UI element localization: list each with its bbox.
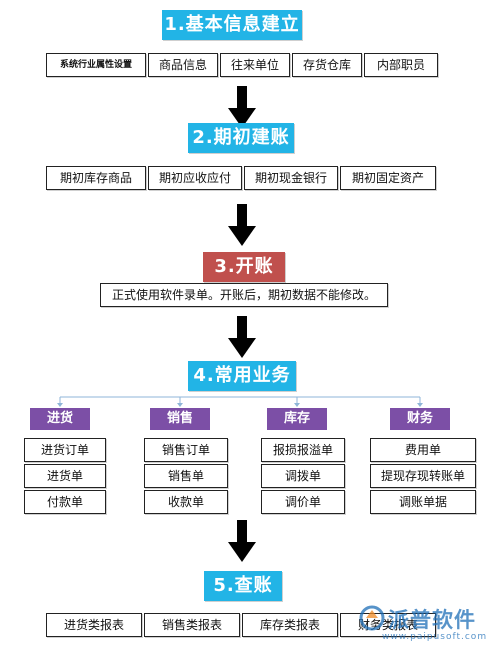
inventory-item: 调拨单 bbox=[261, 464, 345, 488]
paipu-logo-icon bbox=[359, 605, 385, 631]
step5-item: 进货类报表 bbox=[46, 613, 142, 637]
step5-item: 销售类报表 bbox=[144, 613, 240, 637]
finance-item: 调账单据 bbox=[370, 490, 476, 514]
brand-watermark: 派普软件 www.paipusoft.com bbox=[352, 598, 486, 648]
finance-item: 提现存现转账单 bbox=[370, 464, 476, 488]
category-inventory: 库存 bbox=[267, 408, 327, 430]
step3-title: 3.开账 bbox=[203, 252, 285, 282]
step5-item: 财务类报表 bbox=[340, 613, 436, 637]
step2-item: 期初库存商品 bbox=[46, 166, 146, 190]
step2-item: 期初应收应付 bbox=[148, 166, 242, 190]
sales-items: 销售订单 销售单 收款单 bbox=[144, 438, 228, 516]
sales-item: 收款单 bbox=[144, 490, 228, 514]
purchase-item: 付款单 bbox=[24, 490, 106, 514]
step1-item: 系统行业属性设置 bbox=[46, 53, 146, 77]
step5-item: 库存类报表 bbox=[242, 613, 338, 637]
step5-title: 5.查账 bbox=[204, 571, 282, 601]
step5-items: 进货类报表 销售类报表 库存类报表 财务类报表 bbox=[46, 613, 438, 637]
step4-title: 4.常用业务 bbox=[188, 361, 296, 391]
inventory-item: 调价单 bbox=[261, 490, 345, 514]
down-arrow-icon bbox=[228, 204, 256, 246]
step1-item: 商品信息 bbox=[148, 53, 218, 77]
watermark-url: www.paipusoft.com bbox=[382, 632, 486, 642]
step1-item: 内部职员 bbox=[364, 53, 438, 77]
step2-title: 2.期初建账 bbox=[188, 123, 294, 153]
down-arrow-icon bbox=[228, 316, 256, 358]
step1-item: 往来单位 bbox=[220, 53, 290, 77]
category-purchase: 进货 bbox=[30, 408, 90, 430]
step1-title: 1.基本信息建立 bbox=[162, 10, 302, 40]
down-arrow-icon bbox=[228, 520, 256, 562]
watermark-brand: 派普软件 bbox=[388, 608, 476, 632]
step1-item: 存货仓库 bbox=[292, 53, 362, 77]
step2-item: 期初固定资产 bbox=[340, 166, 436, 190]
category-finance: 财务 bbox=[390, 408, 450, 430]
purchase-item: 进货单 bbox=[24, 464, 106, 488]
down-arrow-icon bbox=[228, 86, 256, 128]
step1-items: 系统行业属性设置 商品信息 往来单位 存货仓库 内部职员 bbox=[46, 53, 440, 77]
purchase-item: 进货订单 bbox=[24, 438, 106, 462]
branch-connector bbox=[57, 396, 423, 407]
category-sales: 销售 bbox=[150, 408, 210, 430]
finance-item: 费用单 bbox=[370, 438, 476, 462]
inventory-items: 报损报溢单 调拨单 调价单 bbox=[261, 438, 345, 516]
step3-note: 正式使用软件录单。开账后，期初数据不能修改。 bbox=[100, 283, 388, 307]
finance-items: 费用单 提现存现转账单 调账单据 bbox=[370, 438, 476, 516]
inventory-item: 报损报溢单 bbox=[261, 438, 345, 462]
sales-item: 销售订单 bbox=[144, 438, 228, 462]
step2-item: 期初现金银行 bbox=[244, 166, 338, 190]
step2-items: 期初库存商品 期初应收应付 期初现金银行 期初固定资产 bbox=[46, 166, 438, 190]
purchase-items: 进货订单 进货单 付款单 bbox=[24, 438, 106, 516]
sales-item: 销售单 bbox=[144, 464, 228, 488]
